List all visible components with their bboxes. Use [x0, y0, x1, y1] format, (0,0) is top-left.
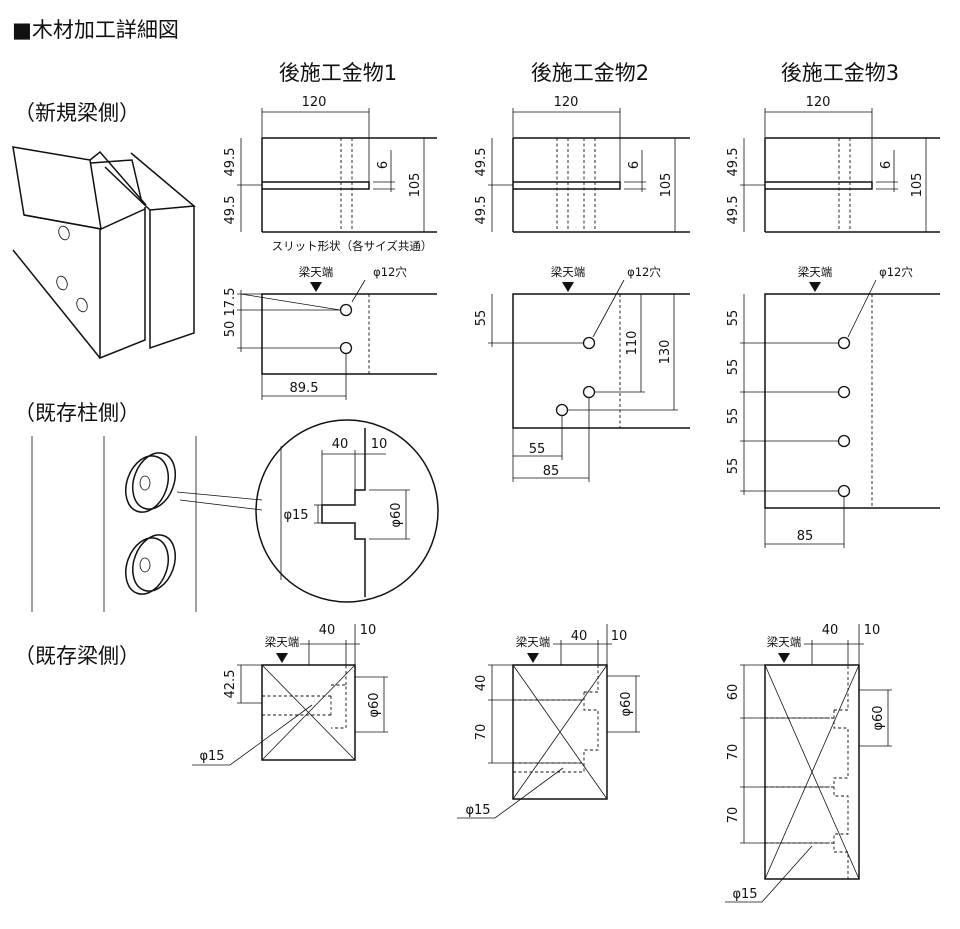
dim-hole-2: 55	[726, 359, 741, 376]
dim-slit-width: 120	[554, 95, 579, 110]
dim-slit-gap: 6	[627, 161, 642, 169]
beam-end-hw3: 梁天端 40 10 60 70 70 φ60 φ15	[725, 623, 892, 903]
dim-end-small: φ15	[465, 803, 490, 818]
label-beam-top: 梁天端	[798, 265, 833, 279]
label-beam-top: 梁天端	[516, 635, 551, 649]
beam-top-marker-icon	[527, 653, 539, 663]
dim-hole-top: 17.5	[223, 288, 238, 317]
header-hw3: 後施工金物3	[781, 61, 899, 85]
beam-end-hw1: 梁天端 40 10 42.5 φ60 φ15	[192, 623, 388, 766]
dim-end-w1: 40	[822, 623, 839, 638]
new-beam-illustration	[12, 146, 196, 360]
dim-hole-1: 55	[726, 310, 741, 327]
label-beam-top: 梁天端	[551, 265, 586, 279]
dim-column-large: φ60	[389, 502, 404, 527]
hole-view-hw2: 梁天端 φ12穴 55 110 130 55 85	[474, 265, 690, 482]
dim-end-h2: 70	[726, 744, 741, 761]
dim-column-small: φ15	[283, 508, 308, 523]
dim-hole-offset: 85	[797, 529, 814, 544]
dim-end-small: φ15	[732, 887, 757, 902]
section-label-existing-beam: （既存梁側）	[14, 644, 140, 668]
dim-hole-offset-1: 55	[529, 442, 546, 457]
slit-caption: スリット形状（各サイズ共通）	[272, 239, 433, 253]
column-detail-magnified: 40 10 φ15 φ60	[255, 419, 439, 603]
dim-end-w2: 10	[864, 623, 881, 638]
dim-slit-top: 49.5	[223, 148, 238, 177]
beam-top-marker-icon	[809, 282, 821, 292]
beam-top-marker-icon	[562, 282, 574, 292]
slit-view-hw3: 120 49.5 49.5 6 105	[726, 95, 940, 233]
dim-end-h1: 40	[474, 675, 489, 692]
dim-slit-bottom: 49.5	[726, 196, 741, 225]
dim-slit-bottom: 49.5	[223, 196, 238, 225]
dim-end-h1: 42.5	[223, 670, 238, 699]
dim-slit-gap: 6	[879, 161, 894, 169]
page-title: ■木材加工詳細図	[12, 18, 179, 42]
dim-hole-offset: 89.5	[290, 381, 319, 396]
dim-hole-offset-2: 85	[543, 464, 560, 479]
dim-slit-top: 49.5	[474, 148, 489, 177]
dim-end-w1: 40	[571, 629, 588, 644]
dim-slit-width: 120	[806, 95, 831, 110]
label-hole-diameter: φ12穴	[373, 265, 407, 279]
label-beam-top: 梁天端	[299, 265, 334, 279]
dim-end-w2: 10	[360, 623, 377, 638]
label-beam-top: 梁天端	[767, 635, 802, 649]
slit-view-hw2: 120 49.5 49.5 6 105	[474, 95, 690, 233]
column-illustration	[31, 436, 263, 612]
beam-top-marker-icon	[310, 282, 322, 292]
dim-hole-4: 55	[726, 458, 741, 475]
dim-hole-top: 55	[474, 310, 489, 327]
label-hole-diameter: φ12穴	[879, 265, 913, 279]
label-beam-top: 梁天端	[265, 635, 300, 649]
dim-end-large: φ60	[367, 692, 382, 717]
dim-end-large: φ60	[871, 705, 886, 730]
dim-end-large: φ60	[619, 691, 634, 716]
beam-end-hw2: 梁天端 40 10 40 70 φ60 φ15	[457, 624, 640, 819]
dim-end-h3: 70	[726, 807, 741, 824]
label-hole-diameter: φ12穴	[627, 265, 661, 279]
section-label-new-beam: （新規梁側）	[14, 101, 140, 125]
dim-column-w2: 10	[371, 437, 388, 452]
dim-slit-bottom: 49.5	[474, 196, 489, 225]
dim-end-h1: 60	[726, 684, 741, 701]
dim-slit-total: 105	[910, 173, 925, 198]
header-hw1: 後施工金物1	[279, 61, 397, 85]
dim-end-h2: 70	[474, 724, 489, 741]
dim-end-w2: 10	[611, 629, 628, 644]
beam-top-marker-icon	[778, 653, 790, 663]
hole-view-hw1: 梁天端 φ12穴 17.5 50 89.5	[223, 265, 437, 400]
dim-slit-total: 105	[408, 173, 423, 198]
section-label-column: （既存柱側）	[14, 401, 140, 425]
dim-slit-width: 120	[302, 95, 327, 110]
dim-end-w1: 40	[319, 623, 336, 638]
dim-end-small: φ15	[199, 749, 224, 764]
dim-slit-top: 49.5	[726, 148, 741, 177]
slit-view-hw1: 120 49.5 49.5 6 105 スリット形状（各サイズ共通）	[223, 95, 437, 253]
dim-hole-right-1: 110	[625, 331, 640, 356]
dim-slit-gap: 6	[376, 161, 391, 169]
hole-view-hw3: 梁天端 φ12穴 55 55 55 55 85	[726, 265, 940, 548]
dim-hole-spacing: 50	[223, 321, 238, 338]
beam-top-marker-icon	[276, 653, 288, 663]
dim-column-w1: 40	[332, 437, 349, 452]
header-hw2: 後施工金物2	[531, 61, 649, 85]
dim-hole-3: 55	[726, 408, 741, 425]
dim-hole-right-2: 130	[658, 340, 673, 365]
dim-slit-total: 105	[659, 173, 674, 198]
